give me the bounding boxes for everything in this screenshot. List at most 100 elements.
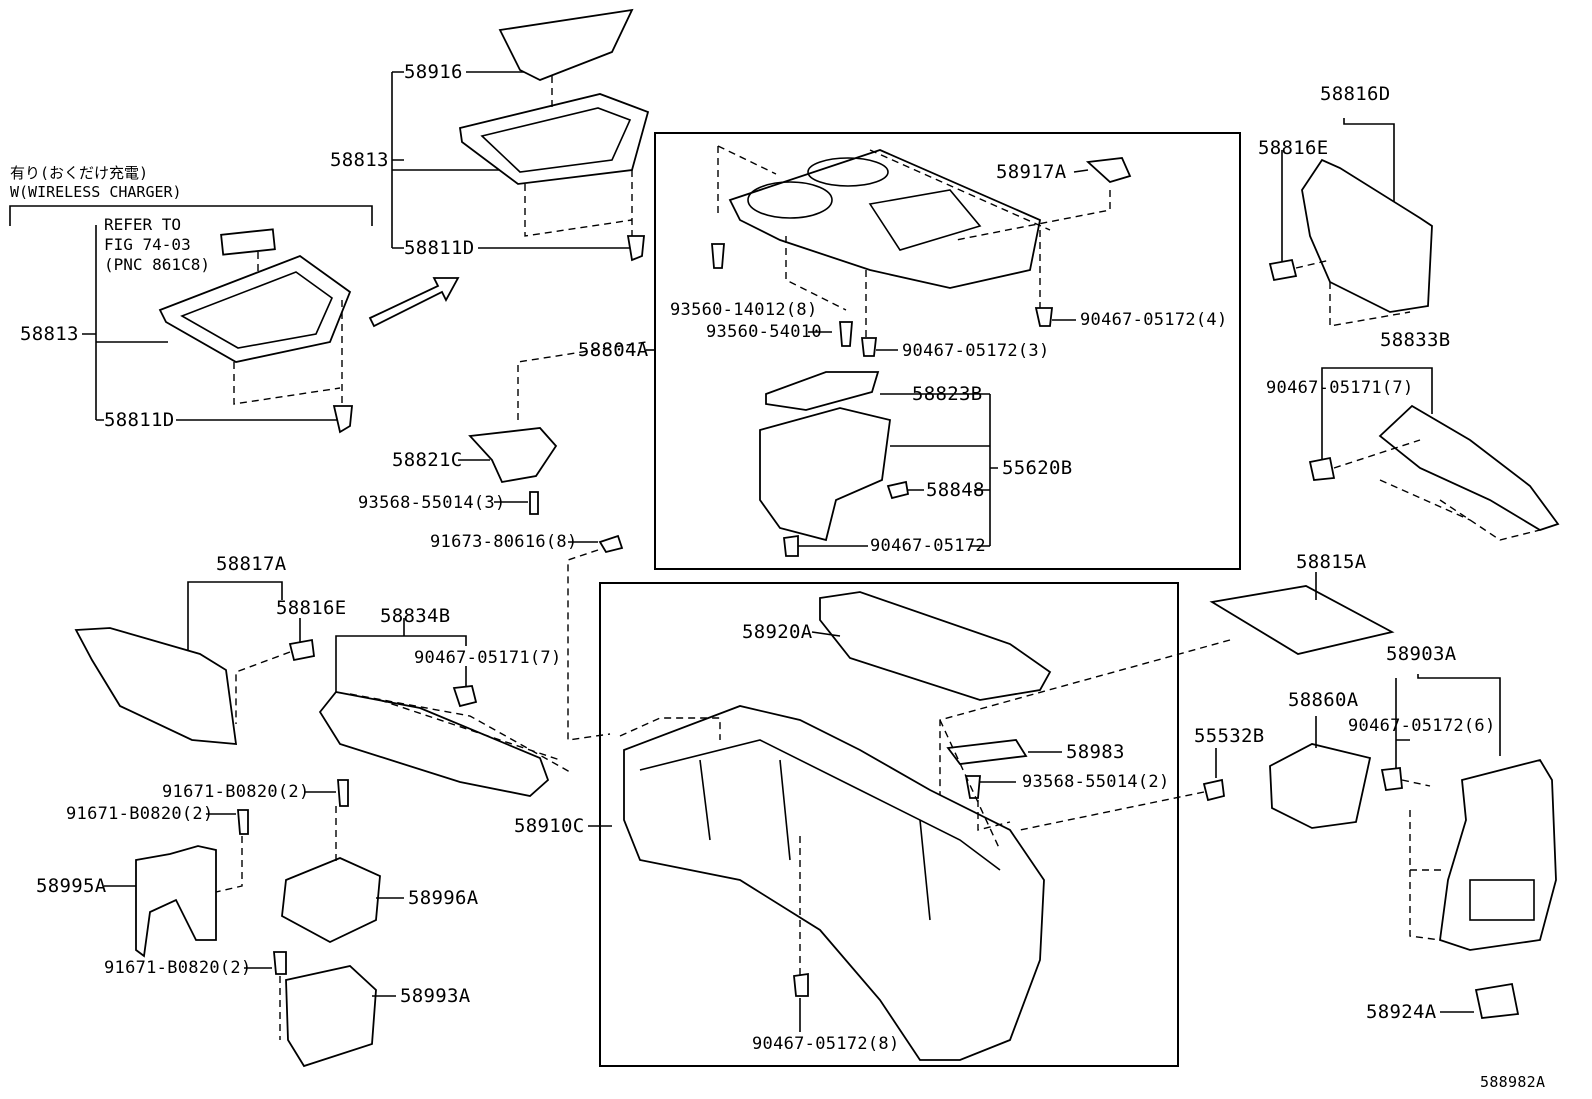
group-line-55620B [989,394,998,546]
label-58983: 58983 [1066,741,1125,763]
label-58917A: 58917A [996,161,1067,183]
part-58860A-vent [1269,743,1372,829]
part-58817A-panel [74,627,238,745]
part-90467-05172-4-clip [1034,307,1054,327]
part-90467-05172-clip [783,534,799,557]
label-93560-54010: 93560-54010 [706,322,822,342]
label-58817A: 58817A [216,553,287,575]
leader-58816D [1281,118,1395,264]
part-58821C [468,427,558,484]
label-58833B: 58833B [1380,329,1451,351]
label-91671-B0820-a: 91671-B0820(2) [162,782,310,802]
label-58903A: 58903A [1386,643,1457,665]
part-55620B-cupholder [759,407,891,542]
part-58815A-mat [1209,585,1395,655]
part-58804A-panel [728,149,1042,289]
part-55532B [1202,778,1225,802]
part-58816E-clip-right [1268,258,1298,282]
label-58834B: 58834B [380,605,451,627]
part-90467-05172-8-clip [793,972,809,997]
part-58813-tray-left [158,254,352,363]
label-91671-B0820-b: 91671-B0820(2) [66,804,214,824]
leader-58817A [187,581,283,650]
label-58816D: 58816D [1320,83,1391,105]
refer-line3: (PNC 861C8) [104,255,210,274]
part-93568-55014-2-screw [964,775,981,799]
label-58823B: 58823B [912,383,983,405]
part-58833B-rail [1378,404,1560,531]
part-58903A-rear-panel [1439,758,1557,951]
part-91671-B0820-bolt-c [273,951,287,975]
label-58816E-left: 58816E [276,597,347,619]
label-58813-top: 58813 [330,149,389,171]
part-58811D-clip-top [626,235,645,262]
refer-line1: REFER TO [104,215,182,234]
part-93560-54010 [839,321,853,347]
upper-group-box [654,132,1241,570]
part-91673-80616-bolt [598,534,624,554]
label-58816E-right: 58816E [1258,137,1329,159]
part-58920A-armrest [819,591,1052,701]
label-58924A: 58924A [1366,1001,1437,1023]
part-58848 [886,480,910,500]
diagram-id: 588982A [1480,1073,1546,1091]
part-91671-B0820-bolt-a [337,779,349,807]
part-58816D-panel [1301,158,1433,313]
part-58924A-switch [1474,982,1520,1019]
label-58848: 58848 [926,479,985,501]
wireless-note-jp: 有り(おくだけ充電) [10,164,149,182]
part-93560-14012 [711,243,725,269]
label-58815A: 58815A [1296,551,1367,573]
leader-58833B [1321,367,1433,462]
part-58996A-bracket [281,857,381,944]
part-91671-B0820-bolt-b [237,809,249,835]
part-58833B-clip [1308,456,1336,481]
label-93568-55014-3: 93568-55014(3) [358,493,506,513]
part-58816E-clip-left [288,638,315,662]
wireless-note-en: W(WIRELESS CHARGER) [10,183,182,201]
label-55620B: 55620B [1002,457,1073,479]
part-93568-55014-3-screw [529,491,539,515]
part-90467-05171-7-clip-left [452,685,478,708]
label-58996A: 58996A [408,887,479,909]
part-58910C-console-body [623,705,1045,1061]
label-90467-05171-7-right: 90467-05171(7) [1266,378,1414,398]
label-58811D-top: 58811D [404,237,475,259]
label-90467-05171-7-left: 90467-05171(7) [414,648,562,668]
label-90467-05172-8: 90467-05172(8) [752,1034,900,1054]
label-58811D-left: 58811D [104,409,175,431]
label-58993A: 58993A [400,985,471,1007]
label-58813-left: 58813 [20,323,79,345]
part-58811D-clip-left [332,405,353,434]
label-55532B: 55532B [1194,725,1265,747]
label-58860A: 58860A [1288,689,1359,711]
part-90467-05172-6-clip [1380,767,1403,791]
label-91671-B0820-c: 91671-B0820(2) [104,958,252,978]
leader-58813-top [392,159,512,171]
leader-58834B [335,618,467,698]
label-93560-14012: 93560-14012(8) [670,300,818,320]
part-58995A-bracket [135,845,217,958]
label-58916: 58916 [404,61,463,83]
refer-line2: FIG 74-03 [104,235,191,254]
leader-58813-left [82,333,168,343]
part-90467-05172-3-clip [860,337,878,357]
label-58920A: 58920A [742,621,813,643]
label-58995A: 58995A [36,875,107,897]
part-58917A [1085,157,1132,184]
label-90467-05172: 90467-05172 [870,536,986,556]
label-90467-05172-4: 90467-05172(4) [1080,310,1228,330]
label-93568-55014-2: 93568-55014(2) [1022,772,1170,792]
wireless-bracket [9,205,373,226]
direction-arrow [368,277,460,328]
part-58983-pad [946,739,1028,765]
part-58993A-bracket [285,965,377,1068]
charger-pad [220,228,276,256]
label-90467-05172-6: 90467-05172(6) [1348,716,1496,736]
part-58823B-gasket [765,371,880,411]
label-58804A: 58804A [578,339,649,361]
label-58910C: 58910C [514,815,585,837]
part-58834B-rail [318,691,550,797]
